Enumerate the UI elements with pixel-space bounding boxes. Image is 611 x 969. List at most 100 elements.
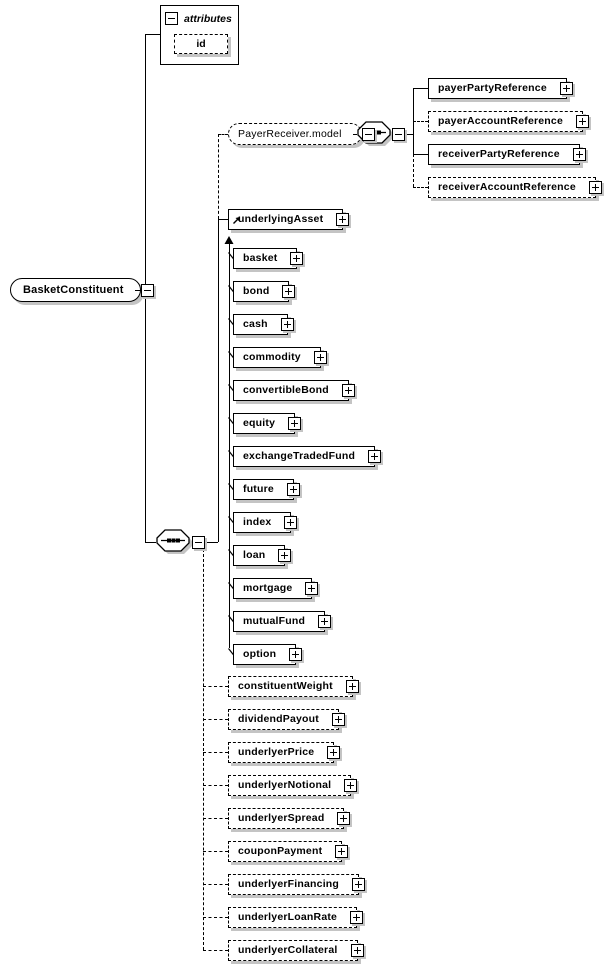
element-future[interactable]: future (233, 478, 300, 500)
element-receiverpartyreference[interactable]: receiverPartyReference (428, 143, 586, 165)
collapse-minus-icon[interactable] (392, 128, 405, 141)
attribute-id[interactable]: id (174, 34, 228, 54)
plus-bar (296, 254, 298, 262)
element-underlyernotional[interactable]: underlyerNotional (228, 774, 358, 796)
expand-plus-icon[interactable] (337, 811, 351, 825)
substitution-trunk-line (229, 240, 230, 648)
model-group-payerreceiver-label: PayerReceiver.model (238, 128, 342, 140)
plus-bar (290, 518, 292, 526)
element-basket-constituent-label: BasketConstituent (23, 284, 124, 296)
collapse-minus-icon[interactable] (140, 283, 154, 297)
expand-plus-icon[interactable] (280, 317, 294, 331)
expand-plus-icon[interactable] (368, 449, 382, 463)
connector-line (406, 134, 413, 135)
element-underlyerloanrate[interactable]: underlyerLoanRate (228, 906, 364, 928)
sequence-connector (145, 542, 156, 543)
child-connector (203, 785, 228, 786)
element-loan-label: loan (243, 549, 266, 561)
element-underlyerprice[interactable]: underlyerPrice (228, 741, 341, 763)
expand-plus-icon[interactable] (318, 614, 332, 628)
element-commodity-label: commodity (243, 351, 301, 363)
element-basket-constituent[interactable]: BasketConstituent (10, 278, 154, 302)
element-mortgage[interactable]: mortgage (233, 577, 319, 599)
element-exchangetradedfund[interactable]: exchangeTradedFund (233, 445, 382, 467)
model-group-payerreceiver[interactable]: PayerReceiver.model (228, 123, 375, 145)
minus-bar (195, 542, 202, 543)
root-connector (135, 290, 145, 291)
plus-bar (341, 847, 343, 855)
collapse-minus-icon[interactable] (192, 536, 205, 549)
element-bond[interactable]: bond (233, 280, 296, 302)
element-underlyercollateral[interactable]: underlyerCollateral (228, 939, 364, 961)
element-payerpartyreference[interactable]: payerPartyReference (428, 77, 573, 99)
element-basket[interactable]: basket (233, 247, 304, 269)
element-convertiblebond[interactable]: convertibleBond (233, 379, 355, 401)
element-dividendpayout[interactable]: dividendPayout (228, 708, 345, 730)
element-payeraccountreference-label: payerAccountReference (438, 115, 563, 127)
minus-bar (395, 134, 402, 135)
element-couponpayment[interactable]: couponPayment (228, 840, 349, 862)
expand-plus-icon[interactable] (352, 877, 366, 891)
plus-bar (342, 215, 344, 223)
element-underlyercollateral-label: underlyerCollateral (238, 944, 338, 956)
plus-bar (288, 287, 290, 295)
element-commodity[interactable]: commodity (233, 346, 327, 368)
expand-plus-icon[interactable] (341, 383, 355, 397)
expand-plus-icon[interactable] (350, 943, 364, 957)
expand-plus-icon[interactable] (572, 147, 586, 161)
expand-plus-icon[interactable] (278, 548, 292, 562)
expand-plus-icon[interactable] (284, 515, 298, 529)
child-connector (203, 818, 228, 819)
element-underlyingasset[interactable]: underlyingAsset (228, 208, 350, 230)
child-connector (203, 686, 228, 687)
expand-plus-icon[interactable] (290, 251, 304, 265)
connector-line (218, 219, 228, 220)
expand-plus-icon[interactable] (344, 778, 358, 792)
plus-bar (358, 880, 360, 888)
element-option-label: option (243, 648, 277, 660)
element-underlyingasset-label: underlyingAsset (238, 213, 324, 225)
expand-plus-icon[interactable] (288, 416, 302, 430)
expand-plus-icon[interactable] (331, 712, 345, 726)
element-mutualfund[interactable]: mutualFund (233, 610, 332, 632)
plus-bar (295, 650, 297, 658)
expand-plus-icon[interactable] (305, 581, 319, 595)
expand-plus-icon[interactable] (336, 212, 350, 226)
element-underlyerspread[interactable]: underlyerSpread (228, 807, 351, 829)
child-connector (203, 752, 228, 753)
expand-plus-icon[interactable] (289, 647, 303, 661)
expand-plus-icon[interactable] (350, 910, 364, 924)
expand-plus-icon[interactable] (282, 284, 296, 298)
element-receiverpartyreference-label: receiverPartyReference (438, 148, 560, 160)
element-index[interactable]: index (233, 511, 298, 533)
plus-bar (594, 183, 596, 191)
element-receiveraccountreference[interactable]: receiverAccountReference (428, 176, 602, 198)
plus-bar (582, 117, 583, 125)
element-payeraccountreference[interactable]: payerAccountReference (428, 110, 589, 132)
expand-plus-icon[interactable] (335, 844, 349, 858)
plus-bar (324, 617, 326, 625)
expand-plus-icon[interactable] (286, 482, 300, 496)
element-constituentweight[interactable]: constituentWeight (228, 675, 359, 697)
element-mortgage-label: mortgage (243, 582, 293, 594)
connector-line (353, 134, 357, 135)
expand-plus-icon[interactable] (559, 81, 573, 95)
element-convertiblebond-label: convertibleBond (243, 384, 329, 396)
expand-plus-icon[interactable] (313, 350, 327, 364)
element-underlyerfinancing[interactable]: underlyerFinancing (228, 873, 366, 895)
element-loan[interactable]: loan (233, 544, 292, 566)
element-cash[interactable]: cash (233, 313, 294, 335)
element-equity[interactable]: equity (233, 412, 302, 434)
element-equity-label: equity (243, 417, 276, 429)
expand-plus-icon[interactable] (576, 114, 589, 128)
expand-plus-icon[interactable] (345, 679, 359, 693)
expand-plus-icon[interactable] (327, 745, 341, 759)
element-option[interactable]: option (233, 643, 303, 665)
sequence-icon[interactable] (156, 529, 196, 563)
expand-plus-icon[interactable] (588, 180, 602, 194)
collapse-minus-icon[interactable] (361, 127, 375, 141)
element-constituentweight-label: constituentWeight (238, 680, 333, 692)
collapse-minus-icon[interactable] (165, 12, 178, 25)
element-underlyerfinancing-label: underlyerFinancing (238, 878, 340, 890)
connector-line (205, 542, 218, 543)
